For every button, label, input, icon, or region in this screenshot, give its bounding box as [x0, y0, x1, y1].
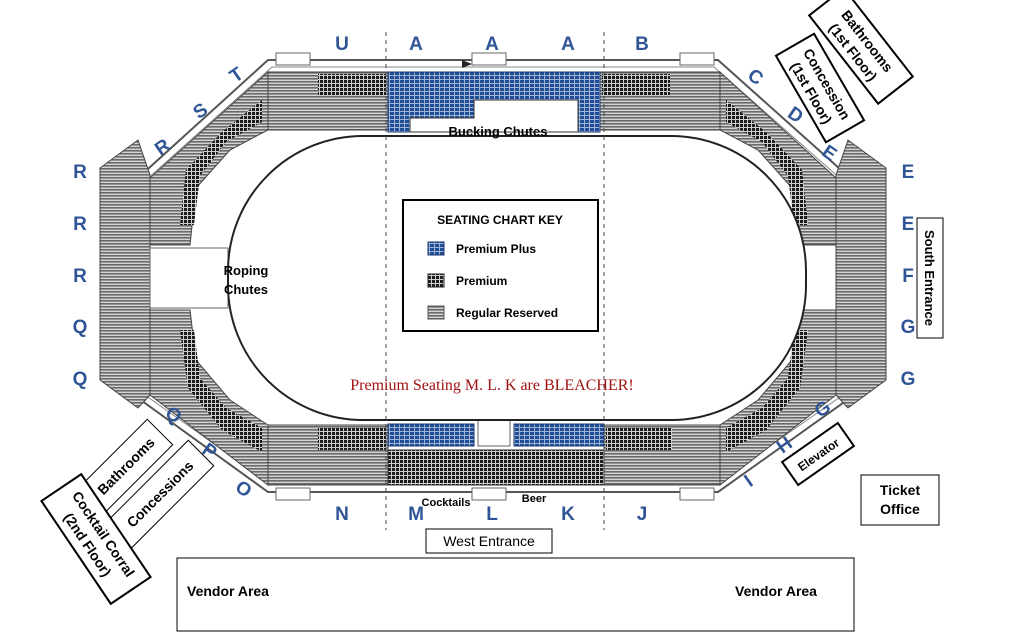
south-entrance-label: South Entrance	[922, 230, 937, 326]
seating-bottom-right-premium	[606, 428, 672, 450]
ticket-office-label: Office	[880, 501, 920, 517]
section-label-left: R	[73, 214, 87, 235]
bucking-chutes-label: Bucking Chutes	[449, 124, 548, 139]
section-label-bottom: N	[335, 504, 349, 525]
seating-lower-left-premium	[180, 330, 262, 452]
roping-chutes-area	[149, 247, 229, 309]
section-label-left: Q	[73, 317, 88, 338]
seating-upper-right-premium	[726, 100, 808, 225]
roping-chutes-label: Roping	[224, 263, 269, 278]
west-entrance-box	[425, 528, 553, 554]
seating-lower-right-premium	[726, 330, 808, 452]
vendor-area-box	[176, 557, 855, 632]
section-label-right: E	[902, 162, 915, 183]
beer-label: Beer	[522, 493, 547, 505]
legend-label: Premium	[456, 274, 507, 288]
legend-swatch-regular	[427, 305, 445, 320]
portal-top-left	[275, 52, 311, 66]
section-label-right: G	[901, 317, 916, 338]
bucking-chutes-box	[409, 99, 579, 133]
portal-bottom-right	[679, 487, 715, 501]
portal-bottom-center	[471, 487, 507, 501]
south-entrance-box	[916, 217, 944, 339]
seating-top-left-premium	[318, 74, 386, 96]
seating-bottom-left-premium	[318, 428, 386, 450]
section-label-bottom: K	[561, 504, 575, 525]
seating-bottom-bleacher	[387, 449, 605, 486]
section-label-top: U	[335, 34, 349, 55]
bottom-center-gap	[477, 417, 511, 447]
roping-chutes-label: Chutes	[224, 282, 268, 297]
section-label-top: B	[635, 34, 649, 55]
section-label-left: R	[73, 266, 87, 287]
ticket-office-box	[860, 474, 940, 526]
section-label-right: F	[902, 266, 914, 287]
ticket-office-label: Ticket	[880, 482, 921, 498]
cocktails-label: Cocktails	[422, 497, 471, 509]
vendor-area-left-label: Vendor Area	[187, 583, 269, 599]
bleacher-notice: Premium Seating M. L. K are BLEACHER!	[350, 377, 634, 394]
portal-bottom-left	[275, 487, 311, 501]
section-label-bottom: J	[637, 504, 648, 525]
section-label-bottom: M	[408, 504, 424, 525]
portal-top-center	[471, 52, 507, 66]
section-label-lower-right: I	[741, 471, 757, 491]
seating-left-outer	[99, 139, 151, 409]
seating-bottom-premium-plus-right	[513, 423, 605, 447]
section-label-right: G	[901, 369, 916, 390]
section-label-left: Q	[73, 369, 88, 390]
portal-top-right	[679, 52, 715, 66]
section-label-bottom: L	[486, 504, 498, 525]
seating-right-outer	[835, 139, 887, 409]
marker-arrow	[462, 60, 472, 68]
seating-upper-left-premium	[180, 100, 262, 225]
section-label-right: E	[902, 214, 915, 235]
legend-title: SEATING CHART KEY	[437, 213, 563, 227]
section-label-left: R	[73, 162, 87, 183]
legend-label: Regular Reserved	[456, 306, 558, 320]
legend-label: Premium Plus	[456, 242, 536, 256]
vendor-area-right-label: Vendor Area	[735, 583, 817, 599]
seating-bottom-premium-plus-left	[387, 423, 475, 447]
west-entrance-label: West Entrance	[443, 533, 535, 549]
legend-swatch-premium	[427, 273, 445, 288]
legend-swatch-premium-plus	[427, 241, 445, 256]
section-label-top: A	[485, 34, 499, 55]
section-label-top: A	[409, 34, 423, 55]
seating-top-right-premium	[602, 74, 670, 96]
section-label-top: A	[561, 34, 575, 55]
